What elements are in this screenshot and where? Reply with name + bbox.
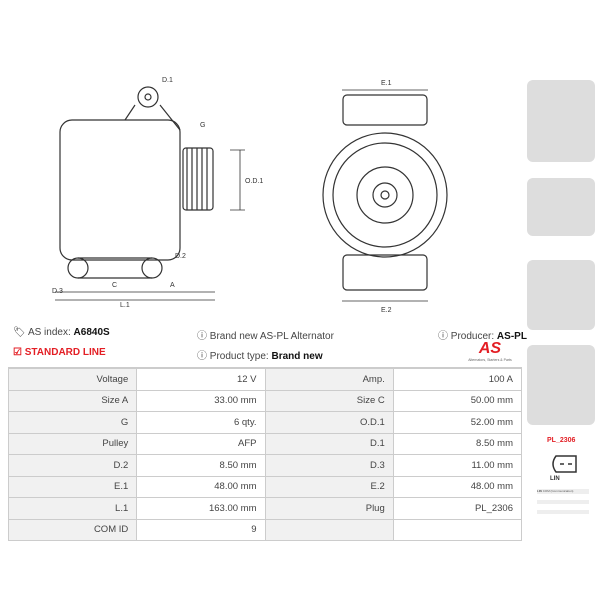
spec-label: Pulley: [7, 432, 138, 455]
plug-pin-row: LIN COM (Communication): [537, 489, 589, 494]
spec-value: 8.50 mm: [136, 454, 266, 477]
spec-value: 9: [136, 518, 266, 541]
spec-value: PL_2306: [392, 497, 523, 520]
side-view-drawing: D.1 G O.D.1 D.2 D.3 C A L.1: [52, 77, 263, 309]
product-type: ⓘ Product type: Brand new: [197, 351, 323, 362]
standard-line-badge: ☑ STANDARD LINE: [13, 347, 106, 358]
spec-label: D.2: [7, 454, 138, 477]
spec-value: 33.00 mm: [136, 389, 266, 412]
spec-value: 50.00 mm: [392, 389, 523, 412]
spec-value: 12 V: [136, 368, 266, 391]
spec-label: COM ID: [7, 518, 138, 541]
product-photo-side[interactable]: [527, 178, 595, 236]
spec-label: L.1: [7, 497, 138, 520]
front-view-drawing: E.1 E.2: [322, 80, 448, 314]
spec-label: G: [7, 411, 138, 434]
plug-terminal: LIN: [550, 476, 560, 482]
spec-label: [264, 518, 394, 541]
svg-text:E.1: E.1: [381, 80, 392, 87]
spec-label: Size A: [7, 389, 138, 412]
svg-text:A: A: [170, 282, 175, 289]
plug-pin-row-empty: [537, 500, 589, 504]
svg-text:D.2: D.2: [175, 253, 186, 260]
spec-label: Voltage: [7, 368, 138, 391]
info-icon: ⓘ: [197, 351, 207, 362]
svg-text:L.1: L.1: [120, 302, 130, 309]
spec-label: E.1: [7, 475, 138, 498]
checkbox-icon: ☑: [13, 347, 22, 358]
spec-value: 100 A: [392, 368, 523, 391]
product-photo-rear[interactable]: [527, 260, 595, 330]
spec-value: 8.50 mm: [392, 432, 523, 455]
spec-value: 52.00 mm: [392, 411, 523, 434]
info-icon: ⓘ: [197, 331, 207, 342]
tag-icon: 🏷: [13, 327, 26, 338]
divider: [8, 367, 522, 368]
plug-code: PL_2306: [547, 437, 576, 444]
spec-label: Plug: [264, 497, 394, 520]
spec-value: [392, 518, 523, 541]
plug-pin-row-empty: [537, 510, 589, 514]
as-index: 🏷 AS index: A6840S: [13, 327, 110, 338]
producer: ⓘ Producer: AS-PL: [438, 331, 527, 342]
spec-label: D.3: [264, 454, 394, 477]
product-photo-angle[interactable]: [527, 345, 595, 425]
spec-value: AFP: [136, 432, 266, 455]
product-photo-front[interactable]: [527, 80, 595, 162]
spec-value: 163.00 mm: [136, 497, 266, 520]
spec-label: O.D.1: [264, 411, 394, 434]
spec-label: D.1: [264, 432, 394, 455]
svg-text:O.D.1: O.D.1: [245, 178, 263, 185]
spec-label: Size C: [264, 389, 394, 412]
svg-text:C: C: [112, 282, 117, 289]
svg-text:E.2: E.2: [381, 307, 392, 314]
spec-value: 48.00 mm: [136, 475, 266, 498]
svg-text:D.3: D.3: [52, 288, 63, 295]
spec-value: 48.00 mm: [392, 475, 523, 498]
svg-text:D.1: D.1: [162, 77, 173, 84]
plug-icon: [552, 455, 577, 473]
brand-new-info: ⓘ Brand new AS-PL Alternator: [197, 331, 334, 342]
as-pl-logo: AS Alternators, Starters & Parts: [468, 340, 512, 362]
spec-label: Amp.: [264, 368, 394, 391]
spec-value: 6 qty.: [136, 411, 266, 434]
spec-label: E.2: [264, 475, 394, 498]
spec-value: 11.00 mm: [392, 454, 523, 477]
svg-text:G: G: [200, 122, 205, 129]
info-icon: ⓘ: [438, 331, 448, 342]
